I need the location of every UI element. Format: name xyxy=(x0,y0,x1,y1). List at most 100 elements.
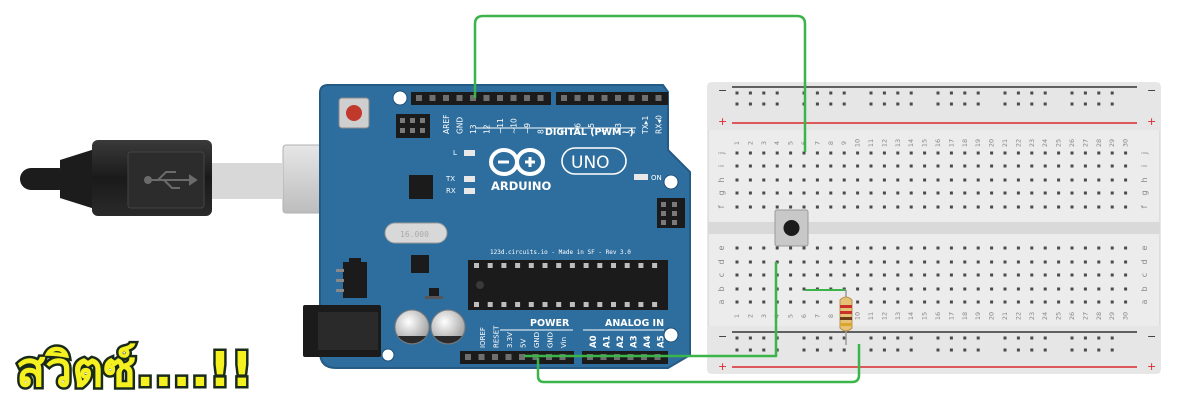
svg-text:1: 1 xyxy=(733,314,741,318)
row-letter: h xyxy=(717,177,726,182)
svg-text:23: 23 xyxy=(1028,139,1036,147)
row-letter: e xyxy=(717,245,726,250)
capacitor-2 xyxy=(430,309,466,345)
svg-text:19: 19 xyxy=(974,312,982,320)
svg-text:11: 11 xyxy=(867,312,875,320)
usb-icon xyxy=(144,171,198,189)
led-tx xyxy=(464,176,475,182)
svg-text:24: 24 xyxy=(1041,312,1049,320)
svg-text:25: 25 xyxy=(1055,312,1063,320)
svg-text:12: 12 xyxy=(880,312,888,320)
svg-text:h: h xyxy=(1140,177,1149,182)
power-header[interactable] xyxy=(460,351,574,364)
usb-chip xyxy=(409,175,433,199)
icsp-header-right xyxy=(657,198,685,228)
analog-pin-label: A3 xyxy=(630,335,640,348)
row-letter: i xyxy=(717,165,726,167)
svg-text:21: 21 xyxy=(1001,139,1009,147)
pin-label: GND xyxy=(456,117,465,134)
svg-text:11: 11 xyxy=(867,139,875,147)
analog-label: ANALOG IN xyxy=(605,318,664,329)
svg-text:14: 14 xyxy=(907,139,915,147)
power-pin-label: IOREF xyxy=(479,327,487,348)
svg-text:2: 2 xyxy=(746,141,754,145)
board-model: UNO xyxy=(571,153,610,173)
svg-text:27: 27 xyxy=(1081,312,1089,320)
svg-text:12: 12 xyxy=(880,139,888,147)
svg-text:3: 3 xyxy=(760,141,768,145)
svg-text:14: 14 xyxy=(907,312,915,320)
pin-label: TX▸1 xyxy=(641,116,650,135)
power-pin-label: 5V xyxy=(520,339,528,348)
svg-text:8: 8 xyxy=(827,314,835,318)
pin-label: 8 xyxy=(537,129,546,134)
power-pin-label: 3.3V xyxy=(506,332,514,348)
svg-text:21: 21 xyxy=(1001,312,1009,320)
credit-text: 123d.circuits.io - Made in SF - Rev 3.0 xyxy=(490,249,631,256)
svg-text:22: 22 xyxy=(1014,139,1022,147)
analog-pin-label: A0 xyxy=(589,335,599,348)
svg-text:27: 27 xyxy=(1081,139,1089,147)
regulator-chip xyxy=(411,255,429,273)
svg-text:28: 28 xyxy=(1095,139,1103,147)
pin-label: 12 xyxy=(483,124,492,134)
svg-text:a: a xyxy=(1140,299,1149,304)
svg-text:10: 10 xyxy=(854,139,862,147)
led-on-label: ON xyxy=(651,174,662,182)
svg-text:24: 24 xyxy=(1041,139,1049,147)
svg-text:19: 19 xyxy=(974,139,982,147)
rail-sign: + xyxy=(1147,115,1156,128)
svg-text:16: 16 xyxy=(934,139,942,147)
svg-text:e: e xyxy=(1140,245,1149,250)
row-letter: f xyxy=(717,205,726,208)
usb-cable[interactable] xyxy=(20,140,374,216)
svg-text:3: 3 xyxy=(760,314,768,318)
svg-text:6: 6 xyxy=(800,314,808,318)
svg-text:22: 22 xyxy=(1014,312,1022,320)
svg-text:10: 10 xyxy=(854,312,862,320)
digital-label: DIGITAL (PWM~) xyxy=(545,127,634,138)
pin-label: 2 xyxy=(628,129,637,134)
analog-pin-label: A4 xyxy=(643,335,653,348)
atmega-chip[interactable] xyxy=(468,260,668,310)
power-label: POWER xyxy=(530,318,570,329)
pin-label: ~11 xyxy=(496,118,505,134)
reset-button[interactable] xyxy=(338,97,370,129)
svg-text:23: 23 xyxy=(1028,312,1036,320)
svg-text:5: 5 xyxy=(787,314,795,318)
rail-sign: − xyxy=(718,84,727,97)
svg-text:26: 26 xyxy=(1068,139,1076,147)
svg-text:29: 29 xyxy=(1108,312,1116,320)
svg-text:g: g xyxy=(1140,190,1149,195)
analog-pin-label: A1 xyxy=(603,335,613,348)
wires[interactable] xyxy=(473,14,861,384)
svg-text:8: 8 xyxy=(827,141,835,145)
power-jack[interactable] xyxy=(303,305,381,357)
svg-text:26: 26 xyxy=(1068,312,1076,320)
arduino-logo-icon xyxy=(489,148,545,176)
svg-text:d: d xyxy=(1140,259,1149,264)
svg-text:b: b xyxy=(1140,286,1149,291)
rail-sign: − xyxy=(1147,84,1156,97)
svg-text:30: 30 xyxy=(1122,312,1130,320)
breadboard[interactable]: −−++−−++ 1122334455667788991010111112121… xyxy=(707,82,1161,374)
row-letter: d xyxy=(717,259,726,264)
digital-header[interactable] xyxy=(411,92,668,105)
row-letter: g xyxy=(717,190,726,195)
svg-text:13: 13 xyxy=(894,312,902,320)
svg-text:16: 16 xyxy=(934,312,942,320)
svg-text:i: i xyxy=(1140,165,1149,167)
svg-text:c: c xyxy=(1140,273,1149,277)
rail-sign: + xyxy=(718,115,727,128)
power-pin-label: Vin xyxy=(560,337,568,348)
rail-sign: − xyxy=(718,330,727,343)
led-on xyxy=(634,174,648,180)
row-letter: j xyxy=(717,152,726,155)
svg-text:2: 2 xyxy=(746,314,754,318)
svg-text:7: 7 xyxy=(813,141,821,145)
svg-text:18: 18 xyxy=(961,139,969,147)
pushbutton[interactable] xyxy=(774,209,809,247)
resistor[interactable] xyxy=(805,289,853,345)
wire-button-to-5v xyxy=(524,262,778,358)
